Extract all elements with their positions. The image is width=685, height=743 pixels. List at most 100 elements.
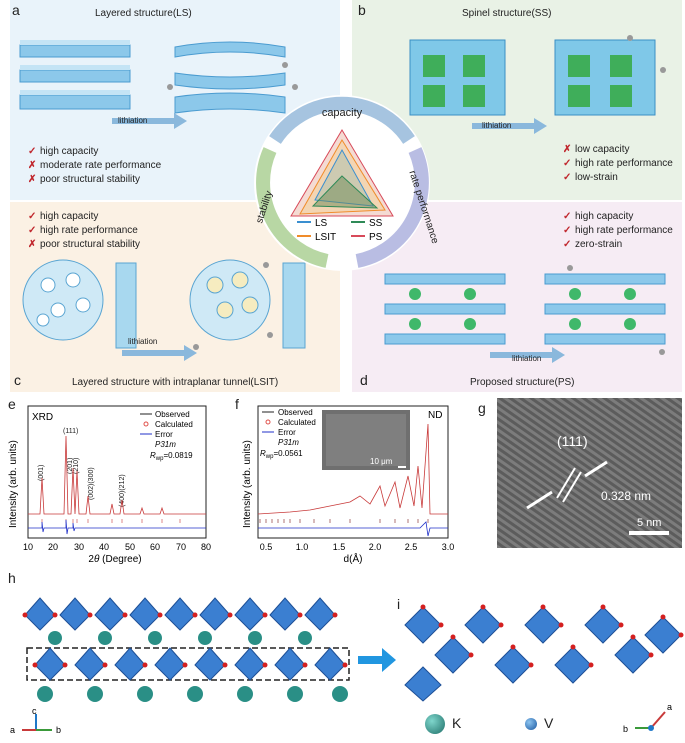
- check-icon: ✓: [28, 211, 37, 222]
- svg-text:c: c: [32, 706, 37, 716]
- ps-right: [544, 273, 666, 345]
- structure-i-axes: a b: [623, 702, 672, 734]
- nd-observed-trace: [257, 423, 448, 515]
- radar-ring-capacity: [269, 96, 415, 144]
- svg-text:30: 30: [74, 542, 84, 552]
- svg-text:(210): (210): [73, 458, 80, 474]
- radar-ring-stability: [256, 147, 329, 268]
- panel-g-label: g: [478, 400, 486, 416]
- sem-texture: [326, 414, 406, 466]
- li-ion: [659, 349, 665, 355]
- svg-text:60: 60: [150, 542, 160, 552]
- lsit-left-side: [115, 262, 137, 349]
- panel-c-feature-1: ✓high capacity: [28, 211, 99, 222]
- panel-f-label: f: [235, 396, 239, 412]
- check-icon: ✓: [563, 172, 572, 183]
- check-icon: ✓: [563, 225, 572, 236]
- li-ion: [167, 84, 173, 90]
- li-ion: [193, 344, 199, 350]
- panel-d-feature-1: ✓high capacity: [563, 211, 634, 222]
- ls-bent-slab-3: [174, 92, 286, 114]
- vo-polyhedra-ring: [404, 606, 682, 702]
- li-ion: [292, 84, 298, 90]
- li-ion: [282, 62, 288, 68]
- xrd-legend: Observed Calculated Error P31m Rwp=0.081…: [140, 410, 193, 462]
- check-icon: ✓: [563, 211, 572, 222]
- cross-icon: ✗: [563, 144, 572, 155]
- xrd-xticks: 10 20 30 40 50 60 70 80: [23, 542, 211, 552]
- xrd-peak-labels: (001) (111) (201) (210) (002)(300) (400)…: [38, 428, 126, 507]
- nd-plot: ND Intensity (arb. units) d(Å) Observed …: [242, 405, 454, 565]
- ps-left: [384, 273, 506, 345]
- panel-a-lithiation-arrow: [112, 113, 187, 129]
- panel-b-feature-2: ✓high rate performance: [563, 158, 673, 169]
- cross-icon: ✗: [28, 239, 37, 250]
- svg-text:70: 70: [176, 542, 186, 552]
- panel-d-feature-2: ✓high rate performance: [563, 225, 673, 236]
- svg-text:Rwp=0.0819: Rwp=0.0819: [150, 451, 193, 462]
- spinel-right: [554, 39, 656, 116]
- vo-polyhedra-top: [24, 597, 336, 631]
- hrtem-image: (111) 0.328 nm 5 nm: [497, 398, 682, 548]
- hrtem-arrow-right: [584, 460, 608, 478]
- legend-ss: SS: [369, 218, 383, 229]
- panel-a-feature-2: ✗moderate rate performance: [28, 160, 162, 171]
- panel-c-feature-3: ✗poor structural stability: [28, 239, 141, 250]
- structure-h-axes: c a b: [10, 706, 61, 735]
- svg-text:50: 50: [125, 542, 135, 552]
- nd-xlabel: d(Å): [344, 552, 363, 565]
- ls-slab-2: [19, 65, 131, 83]
- nd-legend: Observed Calculated Error P31m Rwp=0.056…: [260, 408, 316, 460]
- spinel-left: [409, 39, 506, 116]
- svg-text:b: b: [56, 725, 61, 735]
- svg-text:(001): (001): [38, 465, 45, 481]
- legend-v-label: V: [544, 715, 554, 731]
- svg-text:P31m: P31m: [155, 440, 176, 449]
- hrtem-spacing: 0.328 nm: [601, 489, 651, 503]
- nd-bragg-ticks: [259, 519, 429, 523]
- svg-text:Calculated: Calculated: [278, 418, 316, 427]
- svg-text:a: a: [667, 702, 672, 712]
- svg-text:(002)(300): (002)(300): [88, 467, 95, 500]
- svg-text:2.5: 2.5: [405, 542, 418, 552]
- xrd-error-trace: [28, 519, 206, 535]
- legend-v-atom: [525, 718, 537, 730]
- hrtem-scale: 5 nm: [637, 517, 661, 529]
- panel-c-arrow-label: lithiation: [128, 337, 158, 346]
- svg-text:Error: Error: [278, 428, 296, 437]
- legend-ps: PS: [369, 232, 383, 243]
- li-ion: [660, 67, 666, 73]
- xrd-xlabel: 2θ (Degree): [88, 554, 141, 565]
- ls-slab-1: [19, 40, 131, 58]
- panel-d-ps-illustration: [384, 265, 666, 355]
- panel-d-lithiation-arrow: [490, 347, 565, 363]
- nd-frame: [257, 405, 449, 539]
- li-ion: [263, 262, 269, 268]
- structure-h: [22, 597, 350, 702]
- svg-text:Error: Error: [155, 430, 173, 439]
- svg-text:Rwp=0.0561: Rwp=0.0561: [260, 449, 303, 460]
- xrd-observed-trace: [28, 435, 206, 515]
- ls-slab-3: [19, 90, 131, 110]
- li-ion: [567, 265, 573, 271]
- k-atoms-row-1: [48, 631, 312, 645]
- nd-ylabel: Intensity (arb. units): [242, 440, 253, 528]
- legend-lsit: LSIT: [315, 232, 336, 243]
- panel-a-label: a: [12, 2, 20, 18]
- svg-text:1.5: 1.5: [333, 542, 346, 552]
- li-ion: [627, 35, 633, 41]
- panel-c-feature-2: ✓high rate performance: [28, 225, 138, 236]
- legend-ls: LS: [315, 218, 328, 229]
- ls-bent-slab-2: [174, 72, 286, 90]
- cross-icon: ✗: [28, 174, 37, 185]
- svg-text:80: 80: [201, 542, 211, 552]
- panel-c-label: c: [14, 372, 21, 388]
- panel-c-tunnel-illustration: [22, 259, 306, 350]
- panel-d-feature-3: ✓zero-strain: [563, 239, 623, 250]
- svg-text:40: 40: [99, 542, 109, 552]
- nd-error-trace: [258, 521, 448, 537]
- hrtem-marker-line: [556, 467, 576, 499]
- lsit-right-side: [282, 262, 306, 349]
- li-ion: [267, 332, 273, 338]
- check-icon: ✓: [563, 239, 572, 250]
